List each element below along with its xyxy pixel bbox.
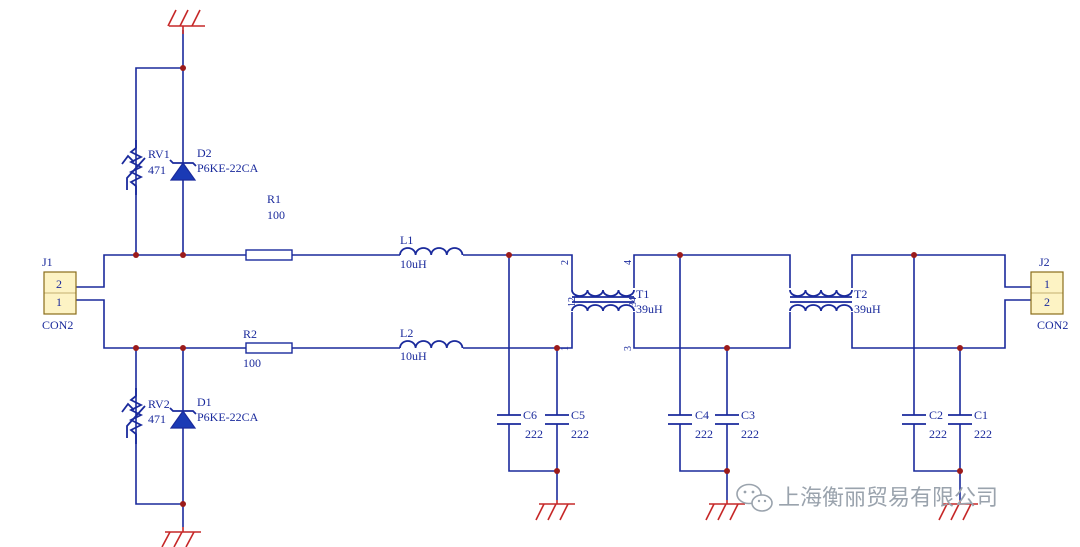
c5-label: C5: [571, 408, 585, 422]
ground-symbols: [161, 9, 978, 547]
junction-dots: [133, 65, 963, 507]
r2-label: R2: [243, 327, 257, 341]
c5-value: 222: [571, 427, 589, 441]
diode-d2: D2 P6KE-22CA: [169, 146, 259, 181]
t1-label: T1: [636, 287, 649, 301]
ground-symbol-top: [167, 9, 205, 34]
capacitor-c4: C4 222: [668, 408, 713, 441]
c3-value: 222: [741, 427, 759, 441]
l2-label: L2: [400, 326, 413, 340]
l2-value: 10uH: [400, 349, 427, 363]
d2-label: D2: [197, 146, 212, 160]
capacitor-c3: C3 222: [715, 408, 759, 441]
t1-pin-1: 1: [560, 346, 571, 351]
capacitor-c2: C2 222: [902, 408, 947, 441]
capacitor-c1: C1 222: [948, 408, 992, 441]
r1-label: R1: [267, 192, 281, 206]
inductor-l2: L2 10uH: [399, 326, 464, 363]
j2-label: J2: [1039, 255, 1050, 269]
j1-pin-top: 2: [56, 277, 62, 291]
ground-symbol-bottom-left: [161, 527, 201, 547]
c3-label: C3: [741, 408, 755, 422]
j2-type: CON2: [1037, 318, 1068, 332]
d1-value: P6KE-22CA: [197, 410, 259, 424]
varistor-rv2: RV2 471: [121, 388, 170, 444]
c6-label: C6: [523, 408, 537, 422]
c4-value: 222: [695, 427, 713, 441]
wechat-icon: [736, 483, 773, 512]
t1-pin-12: 12: [567, 297, 578, 307]
watermark-text: 上海衡丽贸易有限公司: [778, 486, 998, 511]
inductor-l1: L1 10uH: [399, 233, 464, 271]
connector-j2: J2 1 2 CON2: [1030, 255, 1068, 332]
l1-label: L1: [400, 233, 413, 247]
t2-label: T2: [854, 287, 867, 301]
transformer-t2: T2 39uH: [789, 287, 881, 316]
c4-label: C4: [695, 408, 709, 422]
c1-label: C1: [974, 408, 988, 422]
watermark: 上海衡丽贸易有限公司: [736, 483, 998, 512]
connector-j1: J1 2 1 CON2: [42, 255, 77, 332]
c1-value: 222: [974, 427, 992, 441]
varistor-rv1: RV1 471: [121, 140, 170, 195]
c2-value: 222: [929, 427, 947, 441]
t1-pin-2: 2: [560, 260, 571, 265]
capacitor-c6: C6 222: [497, 408, 543, 441]
t1-value: 39uH: [636, 302, 663, 316]
t1-pin-4: 4: [623, 260, 634, 265]
ground-symbol-c4c3: [705, 500, 745, 521]
j1-type: CON2: [42, 318, 73, 332]
r2-value: 100: [243, 356, 261, 370]
transformer-t1: T1 39uH 2 1 4 3 12 34: [560, 260, 663, 351]
resistor-r1: R1 100: [245, 192, 293, 261]
t1-pin-3: 3: [623, 346, 634, 351]
t1-pin-34: 34: [628, 297, 639, 307]
j1-pin-bottom: 1: [56, 295, 62, 309]
resistor-r2: R2 100: [243, 327, 293, 370]
j1-label: J1: [42, 255, 53, 269]
rv2-value: 471: [148, 412, 166, 426]
d1-label: D1: [197, 395, 212, 409]
rv1-label: RV1: [148, 147, 170, 161]
t2-value: 39uH: [854, 302, 881, 316]
j2-pin-top: 1: [1044, 277, 1050, 291]
c2-label: C2: [929, 408, 943, 422]
r1-value: 100: [267, 208, 285, 222]
j2-pin-bottom: 2: [1044, 295, 1050, 309]
rv1-value: 471: [148, 163, 166, 177]
c6-value: 222: [525, 427, 543, 441]
ground-symbol-c6c5: [535, 500, 575, 521]
diode-d1: D1 P6KE-22CA: [169, 395, 259, 429]
rv2-label: RV2: [148, 397, 170, 411]
l1-value: 10uH: [400, 257, 427, 271]
ground-symbol-c2c1: [938, 500, 978, 521]
wires: [76, 30, 1031, 527]
capacitor-c5: C5 222: [545, 408, 589, 441]
d2-value: P6KE-22CA: [197, 161, 259, 175]
